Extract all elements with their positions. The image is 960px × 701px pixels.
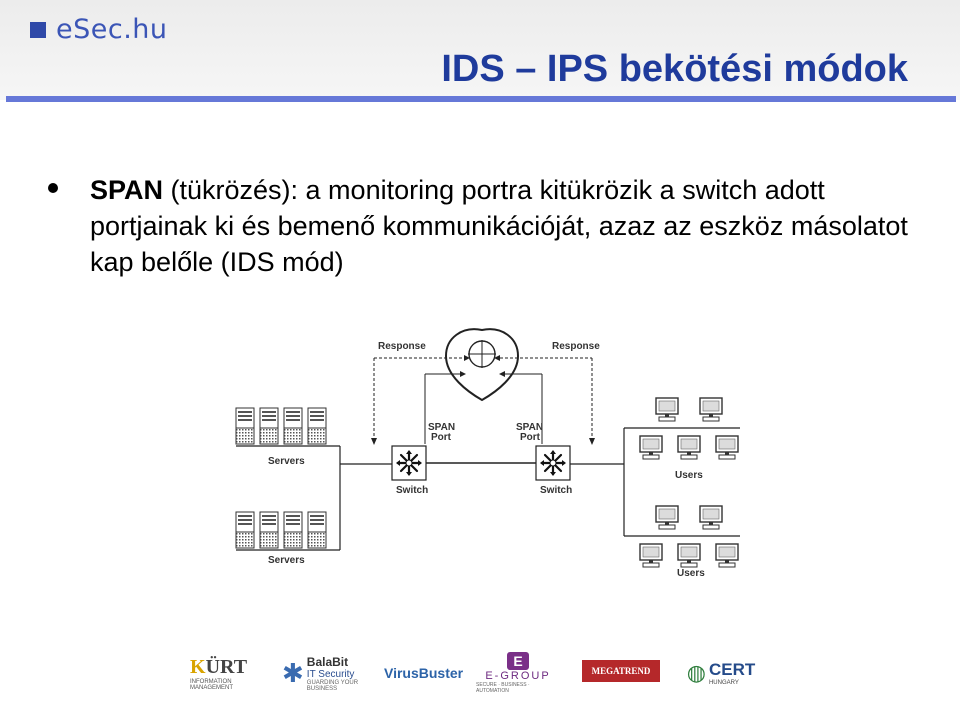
title-rule: [6, 96, 956, 102]
megatrend-logo: MEGATREND: [582, 660, 660, 682]
desktop-computer-icon: [639, 435, 663, 460]
kurt-tagline: INFORMATION MANAGEMENT: [190, 678, 234, 691]
desktop-computer-icon: [677, 435, 701, 460]
span-port-label-right-2: Port: [520, 432, 541, 443]
virusbuster-name: VirusBuster: [384, 665, 464, 681]
balabit-star-icon: ✱: [282, 657, 304, 688]
servers-label-bottom: Servers: [268, 555, 305, 566]
user-links: [570, 427, 740, 537]
desktop-computer-icon: [715, 543, 739, 568]
response-path-left: [373, 357, 464, 438]
span-feed-lines: [424, 373, 543, 444]
desktop-computer-icon: [655, 505, 679, 530]
response-path-right: [500, 357, 593, 438]
servers-label-top: Servers: [268, 456, 305, 467]
server-icon: [283, 407, 303, 445]
span-port-label-left-1: SPAN: [428, 422, 455, 433]
egroup-tagline: SECURE · BUSINESS · AUTOMATION: [476, 682, 530, 694]
switch-label-left: Switch: [396, 485, 428, 496]
server-icon: [259, 407, 279, 445]
cert-name: CERT: [708, 660, 756, 679]
esec-logo: eSec.hu: [30, 14, 168, 45]
desktop-computer-icon: [699, 397, 723, 422]
kurt-logo-rest: ÜRT: [205, 655, 248, 678]
desktop-computer-icon: [677, 543, 701, 568]
users-label-top: Users: [675, 470, 703, 481]
span-port-label-left-2: Port: [431, 432, 452, 443]
egroup-logo: E E-GROUP SECURE · BUSINESS · AUTOMATION: [476, 648, 560, 698]
cert-tagline: HUNGARY: [708, 680, 739, 686]
users-label-bottom: Users: [677, 568, 705, 579]
logo-square-icon: [30, 21, 46, 38]
response-label-right: Response: [552, 341, 600, 352]
bullet-icon: [48, 183, 58, 193]
bullet-list: SPAN (tükrözés): a monitoring portra kit…: [48, 172, 908, 280]
balabit-name: BalaBit: [306, 654, 349, 669]
page-title: IDS – IPS bekötési módok: [441, 48, 908, 90]
server-icon: [307, 407, 327, 445]
balabit-tagline: GUARDING YOUR BUSINESS: [306, 679, 359, 692]
server-group-top: [235, 407, 327, 445]
server-icon: [235, 511, 255, 549]
server-icon: [259, 511, 279, 549]
header-band: [0, 0, 960, 100]
balabit-logo: ✱ BalaBit IT Security GUARDING YOUR BUSI…: [282, 648, 372, 698]
server-icon: [235, 407, 255, 445]
ids-sensor-icon: [444, 328, 520, 402]
response-label-left: Response: [378, 341, 426, 352]
server-icon: [283, 511, 303, 549]
span-network-diagram: Response Response SPAN Port SPAN Port Sw…: [235, 328, 740, 579]
desktop-computer-icon: [699, 505, 723, 530]
megatrend-name: MEGATREND: [591, 666, 651, 676]
egroup-mark-icon: E: [507, 652, 529, 670]
egroup-name: E-GROUP: [485, 670, 551, 682]
switch-icon-right: [534, 444, 572, 482]
virusbuster-logo: VirusBuster: [384, 648, 464, 698]
cert-hungary-logo: ◍ CERT HUNGARY: [678, 648, 764, 698]
server-links: [236, 445, 392, 551]
bullet-item: SPAN (tükrözés): a monitoring portra kit…: [90, 172, 908, 280]
desktop-computer-icon: [639, 543, 663, 568]
switch-icon-left: [390, 444, 428, 482]
server-group-bottom: [235, 511, 327, 549]
desktop-computer-icon: [715, 435, 739, 460]
kurt-logo-k: K: [190, 655, 206, 678]
server-icon: [307, 511, 327, 549]
desktop-computer-icon: [655, 397, 679, 422]
logo-text: eSec.hu: [56, 14, 168, 45]
span-port-label-right-1: SPAN: [516, 422, 543, 433]
bullet-body: (tükrözés): a monitoring portra kitükröz…: [90, 175, 908, 277]
balabit-sub: IT Security: [306, 668, 355, 680]
bullet-term: SPAN: [90, 175, 164, 205]
partner-logos: KÜRT INFORMATION MANAGEMENT ✱ BalaBit IT…: [190, 648, 780, 698]
kurt-logo: KÜRT INFORMATION MANAGEMENT: [190, 648, 270, 698]
cert-globe-icon: ◍: [686, 660, 706, 685]
switch-label-right: Switch: [540, 485, 572, 496]
